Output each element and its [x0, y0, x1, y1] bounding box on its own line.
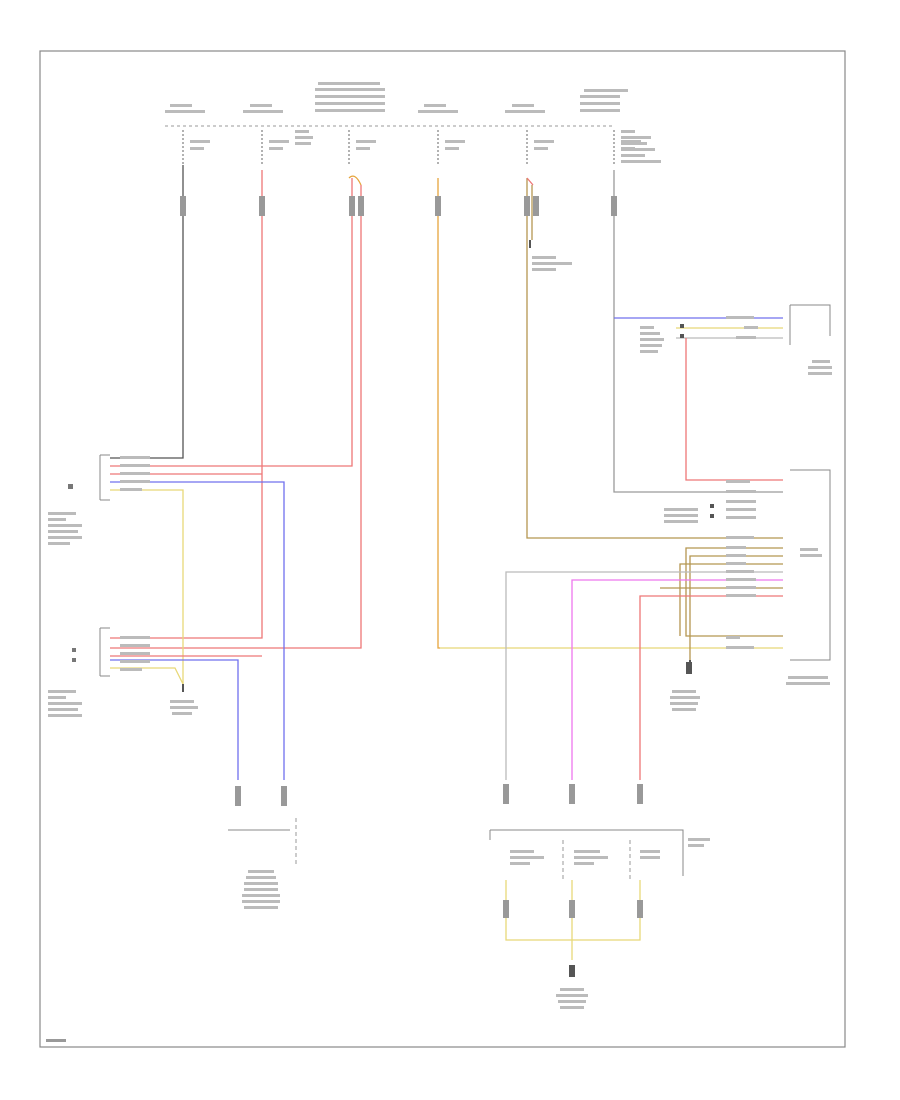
power-bus: [165, 88, 620, 127]
wire-red-3: [110, 185, 362, 649]
wire-red-2: [110, 178, 353, 467]
diagram-frame: [39, 50, 846, 1048]
wire-red-6: [526, 177, 534, 186]
fuse-5: [526, 130, 554, 165]
wire-red-1: [110, 170, 263, 639]
wire-gray-3: [505, 571, 783, 780]
fuse-row: [182, 130, 661, 165]
wire-brown-5: [679, 563, 783, 636]
lower-right-switch-box: [489, 829, 710, 1009]
wire-brown-3: [685, 547, 783, 637]
left-component-bottom: [48, 627, 150, 717]
footer-code-mark: [46, 1039, 66, 1042]
fuse-3: [348, 130, 376, 165]
fuse-2: [261, 130, 289, 165]
fuse-6: [613, 130, 641, 165]
wire-blue-1: [110, 481, 285, 780]
wire-gray-1: [613, 170, 783, 493]
fuse-1: [182, 130, 210, 165]
wire-brown-1: [526, 178, 783, 539]
wire-orange-1: [437, 178, 440, 649]
left-component-top: [48, 454, 150, 545]
fuse-4: [437, 130, 465, 165]
wire-pink-1: [571, 579, 783, 780]
wires: [110, 165, 783, 960]
right-sensor: [640, 304, 832, 375]
top-labels: [170, 82, 628, 107]
wire-red-arc: [348, 175, 362, 186]
fuse-2-notes: [295, 130, 313, 145]
wire-red-8: [639, 595, 783, 780]
lower-left-module: [228, 818, 297, 909]
ground-left: [170, 684, 198, 715]
right-control-module: [532, 256, 831, 711]
wire-blue-2: [110, 659, 239, 780]
wire-red-7: [685, 338, 783, 481]
fuse-6-notes: [621, 130, 661, 163]
connector-pins: [180, 196, 692, 977]
wire-brown-4: [689, 555, 783, 660]
wire-black-1: [110, 165, 184, 459]
